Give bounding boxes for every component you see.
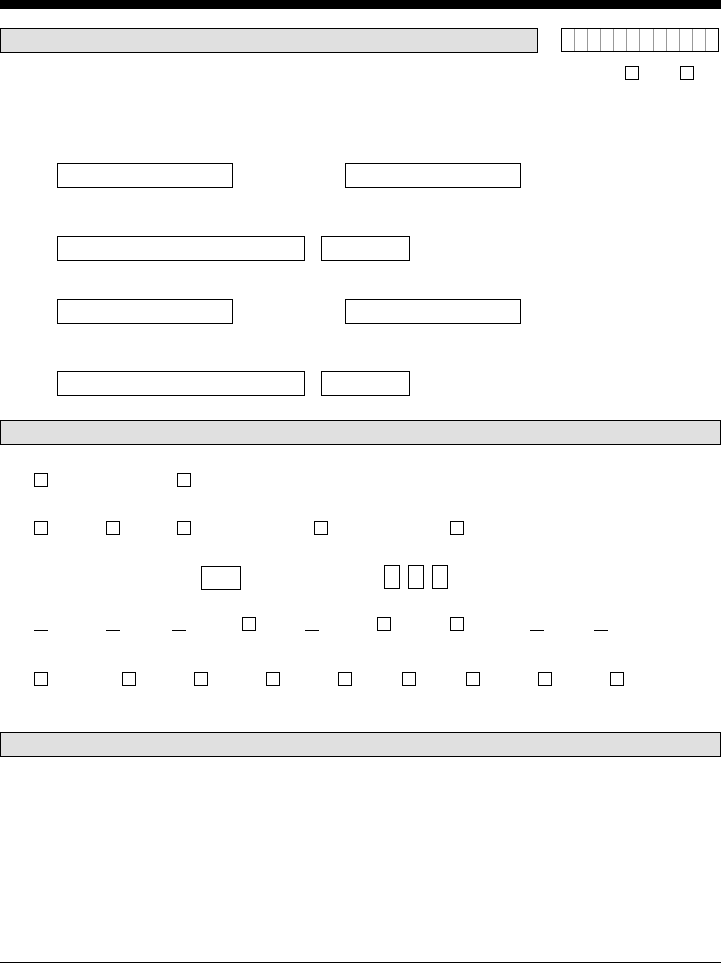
option-checkbox[interactable] <box>538 672 552 686</box>
option-checkbox[interactable] <box>177 521 191 535</box>
option-checkbox[interactable] <box>34 473 48 487</box>
option-checkbox[interactable] <box>402 672 416 686</box>
id-digit-cell[interactable] <box>640 29 654 51</box>
id-digit-cell[interactable] <box>680 29 693 51</box>
option-checkbox[interactable] <box>338 672 352 686</box>
text-field-3-input[interactable] <box>58 237 304 260</box>
id-digit-cell[interactable] <box>575 29 589 51</box>
section-header-band-1 <box>0 28 538 53</box>
option-checkbox[interactable] <box>177 473 191 487</box>
id-digit-cell[interactable] <box>601 29 615 51</box>
top-rule <box>0 0 721 9</box>
option-checkbox[interactable] <box>34 521 48 535</box>
id-digit-cell[interactable] <box>614 29 628 51</box>
option-checkbox[interactable] <box>122 672 136 686</box>
text-field-6-input[interactable] <box>346 300 520 323</box>
option-checkbox[interactable] <box>106 521 120 535</box>
option-checkbox[interactable] <box>314 521 328 535</box>
blank-line[interactable] <box>530 630 544 631</box>
option-checkbox[interactable] <box>377 617 391 631</box>
id-number-comb-field[interactable] <box>561 28 719 52</box>
blank-line[interactable] <box>34 630 48 631</box>
id-digit-cell[interactable] <box>654 29 667 51</box>
option-checkbox[interactable] <box>194 672 208 686</box>
option-checkbox[interactable] <box>466 672 480 686</box>
blank-line[interactable] <box>172 630 186 631</box>
option-checkbox[interactable] <box>266 672 280 686</box>
small-entry-input[interactable] <box>202 567 240 589</box>
option-checkbox[interactable] <box>242 617 256 631</box>
text-field-7[interactable] <box>57 371 305 396</box>
text-field-7-input[interactable] <box>58 372 304 395</box>
small-entry-field[interactable] <box>201 566 241 590</box>
text-field-1-input[interactable] <box>58 164 232 187</box>
text-field-8-input[interactable] <box>322 372 409 395</box>
id-digit-cell[interactable] <box>667 29 680 51</box>
id-digit-cell[interactable] <box>706 29 718 51</box>
blank-line[interactable] <box>594 630 608 631</box>
blank-line[interactable] <box>305 630 319 631</box>
text-field-5-input[interactable] <box>58 300 232 323</box>
option-checkbox[interactable] <box>34 672 48 686</box>
blank-line[interactable] <box>106 630 120 631</box>
text-field-2[interactable] <box>345 163 521 188</box>
id-digit-cell[interactable] <box>588 29 602 51</box>
digit-box[interactable] <box>384 565 400 589</box>
section-header-band-3 <box>0 732 721 757</box>
text-field-1[interactable] <box>57 163 233 188</box>
text-field-4-input[interactable] <box>322 237 409 260</box>
text-field-3[interactable] <box>57 236 305 261</box>
digit-box[interactable] <box>432 565 448 589</box>
digit-box[interactable] <box>408 565 424 589</box>
option-checkbox[interactable] <box>610 672 624 686</box>
option-checkbox[interactable] <box>450 521 464 535</box>
header-checkbox-1[interactable] <box>625 66 639 80</box>
text-field-6[interactable] <box>345 299 521 324</box>
text-field-4[interactable] <box>321 236 410 261</box>
text-field-5[interactable] <box>57 299 233 324</box>
header-checkbox-2[interactable] <box>680 66 694 80</box>
text-field-8[interactable] <box>321 371 410 396</box>
id-digit-cell[interactable] <box>693 29 706 51</box>
id-digit-cell[interactable] <box>562 29 576 51</box>
section-header-band-2 <box>0 420 721 445</box>
text-field-2-input[interactable] <box>346 164 520 187</box>
id-digit-cell[interactable] <box>627 29 641 51</box>
bottom-rule <box>0 962 721 963</box>
option-checkbox[interactable] <box>450 617 464 631</box>
